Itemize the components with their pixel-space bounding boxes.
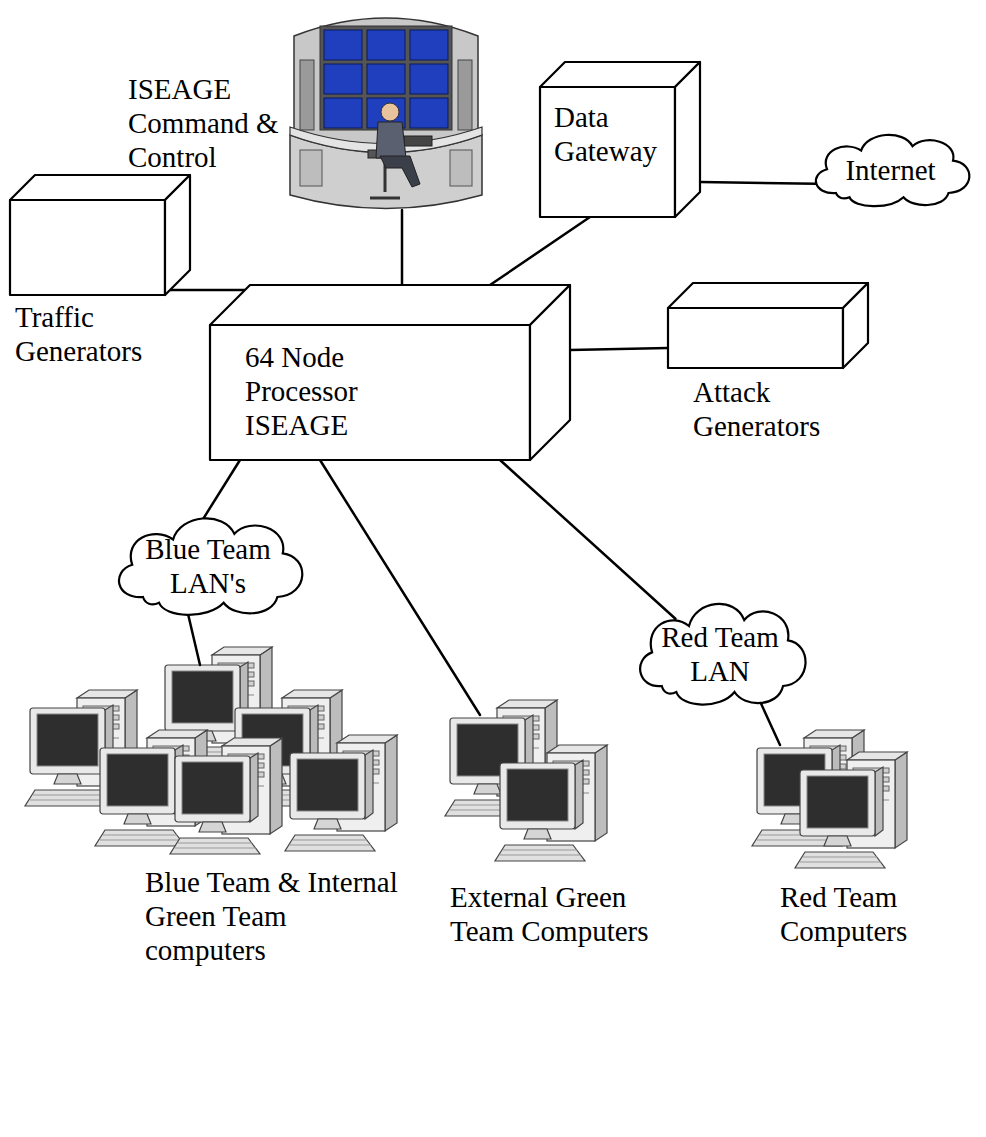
connector-line — [203, 460, 240, 519]
box-face — [210, 325, 530, 460]
computer-group — [795, 752, 907, 868]
control-console — [450, 150, 472, 186]
box-face — [530, 285, 570, 460]
box-face — [668, 283, 868, 308]
computer-group — [25, 647, 397, 854]
computer-group — [752, 730, 907, 868]
box-face — [843, 283, 868, 368]
node-label: Traffic Generators — [15, 300, 145, 368]
connector-line — [170, 289, 245, 292]
computer-cluster: External Green Team Computers — [440, 695, 655, 950]
connector-line — [761, 703, 780, 745]
connector-line — [401, 210, 404, 285]
box-face — [165, 175, 190, 295]
control-console — [320, 26, 452, 130]
computer-group — [170, 738, 282, 854]
connector-line — [188, 614, 200, 665]
control-console — [324, 30, 362, 60]
computer-group — [445, 700, 607, 861]
box-outline — [10, 175, 190, 295]
connector-line — [570, 348, 668, 350]
control-console — [300, 150, 322, 186]
cloud-outline — [119, 518, 302, 614]
control-console — [410, 30, 448, 60]
computer-group — [285, 735, 397, 851]
box-face — [675, 62, 700, 217]
computer-cluster: Red Team Computers — [745, 725, 960, 950]
cloud-outline — [640, 604, 805, 705]
box-face — [540, 62, 700, 87]
box-face — [210, 285, 570, 325]
control-console — [290, 18, 482, 209]
connector-line — [500, 460, 675, 619]
connector-line — [490, 217, 590, 285]
control-console — [410, 64, 448, 94]
control-console — [376, 122, 406, 158]
lan-cloud: Red Team LAN — [623, 590, 817, 710]
box-face — [540, 87, 675, 217]
control-console — [380, 156, 420, 187]
control-console — [324, 64, 362, 94]
lan-cloud: Blue Team LAN's — [100, 505, 315, 620]
box-face — [10, 175, 190, 200]
node-label: Red Team Computers — [780, 880, 910, 948]
control-console — [370, 197, 400, 200]
control-console — [367, 30, 405, 60]
processor-box: 64 Node Processor ISEAGE — [210, 285, 570, 460]
computer-cluster: Blue Team & Internal Green Team computer… — [15, 640, 405, 950]
generator-box: Traffic Generators — [10, 175, 210, 365]
control-console — [367, 64, 405, 94]
control-console — [404, 136, 432, 146]
box-face — [10, 200, 165, 295]
node-label: Attack Generators — [693, 375, 823, 443]
node-label: External Green Team Computers — [450, 880, 651, 948]
control-console — [381, 103, 399, 121]
gateway-box: Data Gateway — [540, 62, 700, 217]
control-console — [324, 98, 362, 128]
box-face — [668, 308, 843, 368]
cloud-label: Internet — [844, 153, 937, 187]
control-console — [458, 60, 472, 130]
node-label: Data Gateway — [554, 100, 660, 168]
cloud-label: Red Team LAN — [660, 620, 780, 688]
box-outline — [668, 283, 868, 368]
generator-box: Attack Generators — [668, 283, 883, 443]
connector-line — [320, 460, 480, 715]
computer-group — [495, 745, 607, 861]
node-label: Blue Team & Internal Green Team computer… — [145, 865, 400, 967]
cloud-outline — [816, 135, 969, 206]
network-cloud: Internet — [800, 125, 980, 210]
control-console — [300, 60, 314, 130]
connector-line — [700, 182, 816, 184]
node-label: 64 Node Processor ISEAGE — [245, 340, 360, 442]
node-label: ISEAGE Command & Control — [128, 72, 281, 174]
control-console — [410, 98, 448, 128]
cloud-label: Blue Team LAN's — [144, 532, 272, 600]
